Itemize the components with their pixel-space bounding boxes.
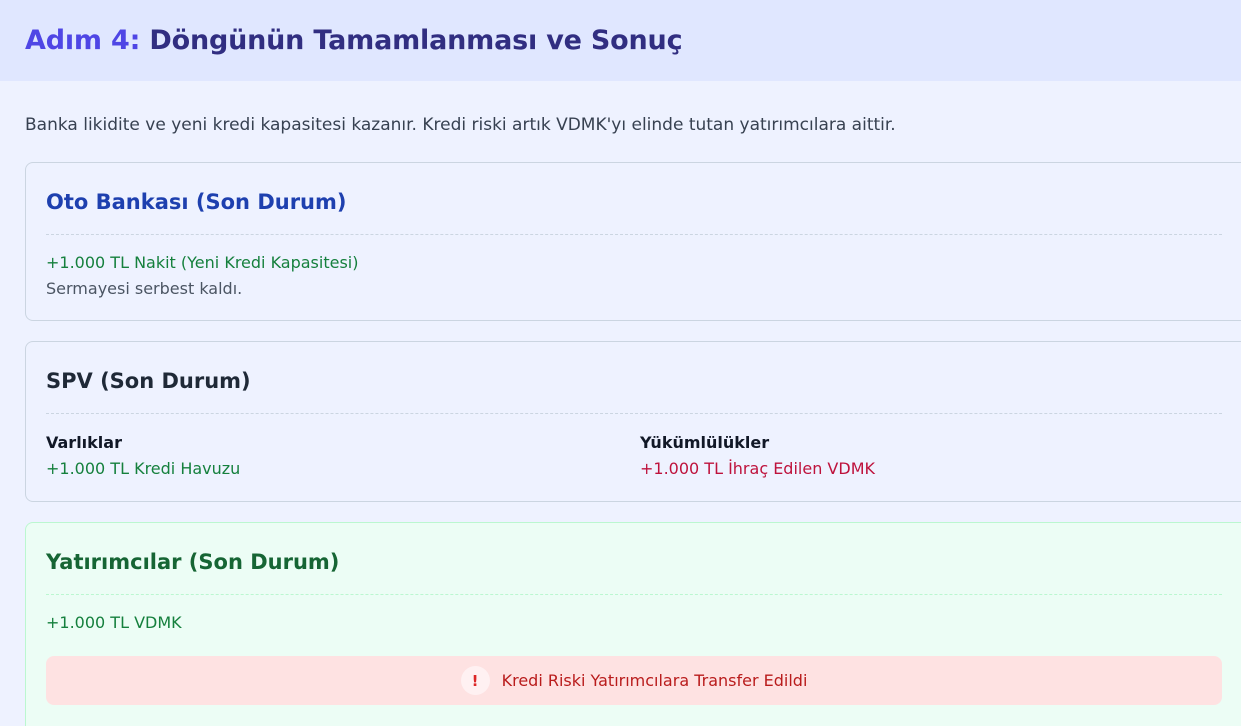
spv-card-divider (46, 413, 1222, 414)
page-header: Adım 4: Döngünün Tamamlanması ve Sonuç (0, 0, 1241, 81)
bank-card: Oto Bankası (Son Durum) +1.000 TL Nakit … (25, 162, 1241, 321)
spv-card: SPV (Son Durum) Varlıklar +1.000 TL Kred… (25, 341, 1241, 502)
step-label: Adım 4: (25, 25, 141, 56)
title-text: Döngünün Tamamlanması ve Sonuç (149, 25, 683, 56)
bank-card-divider (46, 234, 1222, 235)
investor-card-title: Yatırımcılar (Son Durum) (46, 550, 340, 574)
assets-label: Varlıklar (46, 433, 122, 452)
exclamation-icon: ! (460, 666, 490, 695)
intro-text: Banka likidite ve yeni kredi kapasitesi … (25, 115, 896, 135)
risk-transfer-alert: ! Kredi Riski Yatırımcılara Transfer Edi… (46, 656, 1222, 705)
bank-capital-line: Sermayesi serbest kaldı. (46, 279, 243, 298)
investor-card-divider (46, 594, 1222, 595)
investor-vdmk-line: +1.000 TL VDMK (46, 613, 182, 632)
investor-card: Yatırımcılar (Son Durum) +1.000 TL VDMK … (25, 522, 1241, 726)
liabilities-value: +1.000 TL İhraç Edilen VDMK (640, 459, 875, 478)
bank-cash-line: +1.000 TL Nakit (Yeni Kredi Kapasitesi) (46, 253, 359, 272)
spv-card-title: SPV (Son Durum) (46, 369, 251, 393)
page-title: Adım 4: Döngünün Tamamlanması ve Sonuç (25, 25, 683, 56)
spv-assets-column: Varlıklar +1.000 TL Kredi Havuzu (46, 430, 640, 482)
bank-card-title: Oto Bankası (Son Durum) (46, 190, 347, 214)
liabilities-label: Yükümlülükler (640, 433, 770, 452)
spv-liabilities-column: Yükümlülükler +1.000 TL İhraç Edilen VDM… (640, 430, 1234, 482)
assets-value: +1.000 TL Kredi Havuzu (46, 459, 241, 478)
alert-text: Kredi Riski Yatırımcılara Transfer Edild… (501, 671, 808, 690)
